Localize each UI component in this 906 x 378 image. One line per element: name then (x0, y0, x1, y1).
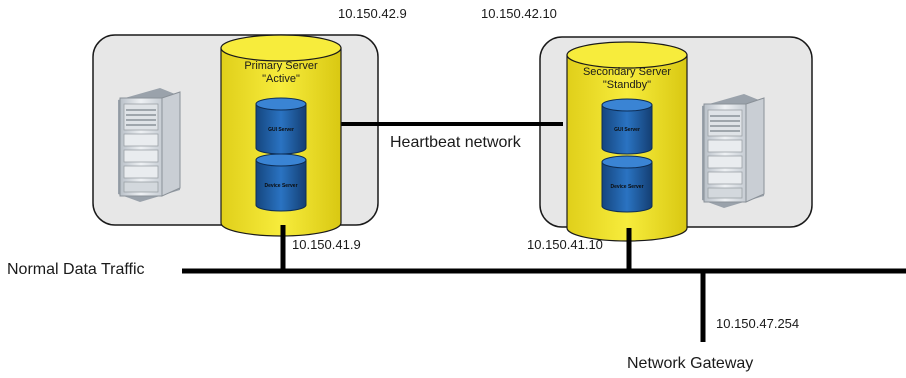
secondary-device-db-icon (601, 155, 653, 213)
primary-device-db-icon (255, 153, 307, 212)
primary-server-name: Primary Server (244, 60, 318, 72)
secondary-gui-db-icon (601, 98, 653, 155)
secondary-device-server-label: Device Server (610, 184, 644, 190)
primary-server-tower-icon (118, 88, 181, 202)
secondary-server-title: Secondary Server "Standby" (567, 66, 687, 92)
gateway-label: Network Gateway (627, 355, 754, 372)
primary-server-title: Primary Server "Active" (221, 60, 341, 86)
secondary-gui-server-label: GUI Server (614, 127, 640, 133)
secondary-heartbeat-ip: 10.150.42.10 (481, 6, 557, 21)
primary-gui-server-label: GUI Server (268, 127, 294, 133)
primary-heartbeat-ip: 10.150.42.9 (338, 6, 407, 21)
primary-server-state: "Active" (262, 73, 300, 85)
data-traffic-label: Normal Data Traffic (7, 261, 145, 278)
heartbeat-label: Heartbeat network (390, 134, 521, 151)
primary-gui-db-icon (255, 97, 307, 155)
primary-data-ip: 10.150.41.9 (292, 237, 361, 252)
gateway-ip: 10.150.47.254 (716, 316, 800, 331)
secondary-server-tower-icon (702, 94, 765, 208)
secondary-data-ip: 10.150.41.10 (527, 237, 603, 252)
secondary-server-state: "Standby" (602, 79, 652, 91)
primary-device-server-label: Device Server (264, 183, 298, 189)
secondary-server-name: Secondary Server (582, 66, 672, 78)
